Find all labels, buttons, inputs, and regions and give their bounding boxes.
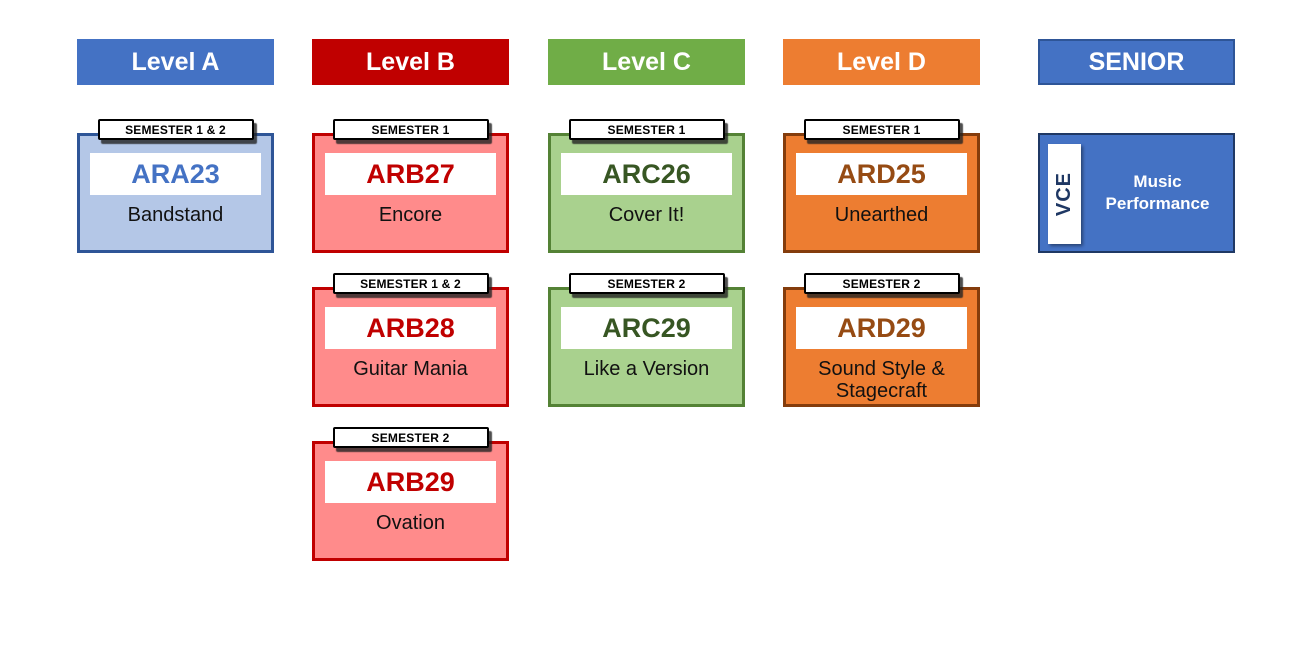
column-level-a: Level A SEMESTER 1 & 2 ARA23 Bandstand — [77, 0, 274, 645]
course-code-box: ARB28 — [325, 307, 496, 349]
level-d-header-label: Level D — [837, 47, 926, 76]
course-card-arb29: SEMESTER 2 ARB29 Ovation — [312, 427, 509, 561]
course-code: ARD29 — [837, 312, 926, 343]
semester-tab-label: SEMESTER 2 — [607, 276, 686, 291]
level-c-header: Level C — [548, 39, 745, 85]
column-level-d: Level D SEMESTER 1 ARD25 Unearthed SEMES… — [783, 0, 980, 645]
vce-tab-label: VCE — [1053, 171, 1075, 217]
level-b-header-label: Level B — [366, 47, 455, 76]
semester-tab: SEMESTER 1 & 2 — [97, 119, 254, 140]
course-code-box: ARD29 — [796, 307, 967, 349]
course-code: ARC26 — [602, 158, 691, 189]
course-code: ARB27 — [366, 158, 455, 189]
course-code-box: ARB29 — [325, 461, 496, 503]
course-name: Cover It! — [608, 204, 685, 226]
level-d-header: Level D — [783, 39, 980, 85]
course-card-body: ARD25 Unearthed — [783, 133, 980, 253]
semester-tab-label: SEMESTER 1 — [842, 122, 921, 137]
senior-header-label: SENIOR — [1088, 47, 1185, 76]
course-card-body: ARC29 Like a Version — [548, 287, 745, 407]
course-name: Bandstand — [127, 204, 224, 226]
course-code: ARC29 — [602, 312, 691, 343]
course-code-box: ARC29 — [561, 307, 732, 349]
course-card-arb27: SEMESTER 1 ARB27 Encore — [312, 119, 509, 253]
level-c-header-label: Level C — [602, 47, 691, 76]
vce-course-title: Music Performance — [1105, 171, 1210, 213]
course-code: ARA23 — [131, 158, 220, 189]
semester-tab: SEMESTER 2 — [803, 273, 960, 294]
level-a-header: Level A — [77, 39, 274, 85]
course-name: Sound Style & Stagecraft — [818, 358, 945, 403]
course-card-body: ARC26 Cover It! — [548, 133, 745, 253]
level-b-header: Level B — [312, 39, 509, 85]
vce-music-performance-card: VCE Music Performance — [1038, 133, 1235, 253]
course-card-arc26: SEMESTER 1 ARC26 Cover It! — [548, 119, 745, 253]
course-card-body: ARB29 Ovation — [312, 441, 509, 561]
semester-tab-label: SEMESTER 2 — [371, 430, 450, 445]
course-card-ard25: SEMESTER 1 ARD25 Unearthed — [783, 119, 980, 253]
column-level-b: Level B SEMESTER 1 ARB27 Encore SEMESTER… — [312, 0, 509, 645]
semester-tab-label: SEMESTER 1 & 2 — [360, 276, 461, 291]
course-card-ara23: SEMESTER 1 & 2 ARA23 Bandstand — [77, 119, 274, 253]
semester-tab: SEMESTER 2 — [568, 273, 725, 294]
semester-tab-label: SEMESTER 1 & 2 — [125, 122, 226, 137]
course-card-body: ARD29 Sound Style & Stagecraft — [783, 287, 980, 407]
semester-tab-label: SEMESTER 1 — [371, 122, 450, 137]
course-name: Like a Version — [583, 358, 710, 380]
course-name: Encore — [378, 204, 443, 226]
course-card-body: ARB28 Guitar Mania — [312, 287, 509, 407]
semester-tab: SEMESTER 2 — [332, 427, 489, 448]
senior-header: SENIOR — [1038, 39, 1235, 85]
semester-tab: SEMESTER 1 & 2 — [332, 273, 489, 294]
semester-tab-label: SEMESTER 1 — [607, 122, 686, 137]
semester-tab-label: SEMESTER 2 — [842, 276, 921, 291]
course-code-box: ARB27 — [325, 153, 496, 195]
course-card-arb28: SEMESTER 1 & 2 ARB28 Guitar Mania — [312, 273, 509, 407]
course-code: ARB29 — [366, 466, 455, 497]
course-card-ard29: SEMESTER 2 ARD29 Sound Style & Stagecraf… — [783, 273, 980, 407]
course-name: Guitar Mania — [353, 358, 468, 380]
course-code-box: ARD25 — [796, 153, 967, 195]
course-card-body: ARB27 Encore — [312, 133, 509, 253]
course-name: Ovation — [376, 512, 445, 534]
column-level-c: Level C SEMESTER 1 ARC26 Cover It! SEMES… — [548, 0, 745, 645]
course-code-box: ARA23 — [90, 153, 261, 195]
semester-tab: SEMESTER 1 — [332, 119, 489, 140]
course-card-arc29: SEMESTER 2 ARC29 Like a Version — [548, 273, 745, 407]
course-name: Unearthed — [834, 204, 929, 226]
course-code-box: ARC26 — [561, 153, 732, 195]
course-code: ARB28 — [366, 312, 455, 343]
vce-tab: VCE — [1048, 144, 1081, 244]
level-a-header-label: Level A — [131, 47, 220, 76]
semester-tab: SEMESTER 1 — [803, 119, 960, 140]
column-senior: SENIOR VCE Music Performance — [1038, 0, 1235, 645]
course-card-body: ARA23 Bandstand — [77, 133, 274, 253]
semester-tab: SEMESTER 1 — [568, 119, 725, 140]
course-code: ARD25 — [837, 158, 926, 189]
